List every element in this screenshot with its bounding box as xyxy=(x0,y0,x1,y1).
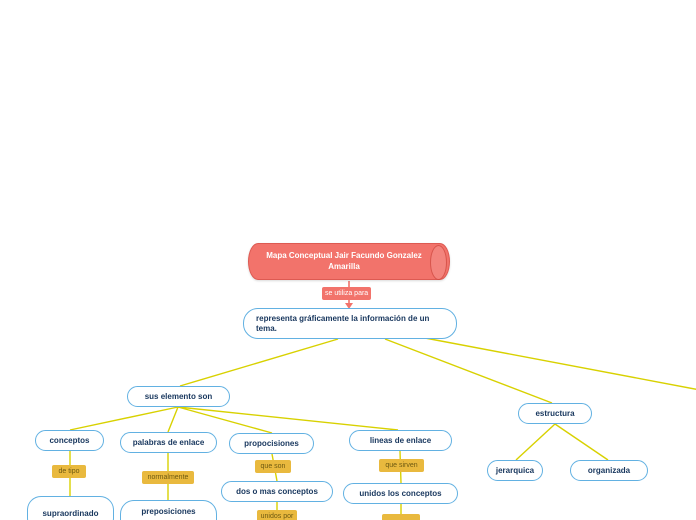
link-label-que-sirven[interactable]: que sirven xyxy=(379,459,424,472)
node-sus-elementos[interactable]: sus elemento son xyxy=(127,386,230,407)
node-propocisiones[interactable]: propocisiones xyxy=(229,433,314,454)
node-palabras-de-enlace[interactable]: palabras de enlace xyxy=(120,432,217,453)
node-conceptos[interactable]: conceptos xyxy=(35,430,104,451)
root-topic-cylinder[interactable]: Mapa Conceptual Jair Facundo Gonzalez Am… xyxy=(248,243,450,280)
node-definicion[interactable]: representa gráficamente la información d… xyxy=(243,308,457,339)
link-label-que-son[interactable]: que son xyxy=(255,460,291,473)
link-label-normalmente[interactable]: normalmente xyxy=(142,471,194,484)
cylinder-cap xyxy=(430,245,447,280)
node-jerarquica[interactable]: jerarquica xyxy=(487,460,543,481)
node-supraordinado[interactable]: supraordinado xyxy=(27,496,114,520)
link-label-unidos-por[interactable]: unidos por xyxy=(257,510,297,520)
node-dos-o-mas-conceptos[interactable]: dos o mas conceptos xyxy=(221,481,333,502)
node-estructura[interactable]: estructura xyxy=(518,403,592,424)
node-preposiciones[interactable]: preposiciones xyxy=(120,500,217,520)
link-label-cutoff[interactable] xyxy=(382,514,420,520)
root-topic-label: Mapa Conceptual Jair Facundo Gonzalez Am… xyxy=(266,251,422,271)
link-label-de-tipo[interactable]: de tipo xyxy=(52,465,86,478)
link-label-se-utiliza-para[interactable]: se utiliza para xyxy=(322,287,372,300)
node-unidos-los-conceptos[interactable]: unidos los conceptos xyxy=(343,483,458,504)
node-organizada[interactable]: organizada xyxy=(570,460,648,481)
node-lineas-de-enlace[interactable]: lineas de enlace xyxy=(349,430,452,451)
